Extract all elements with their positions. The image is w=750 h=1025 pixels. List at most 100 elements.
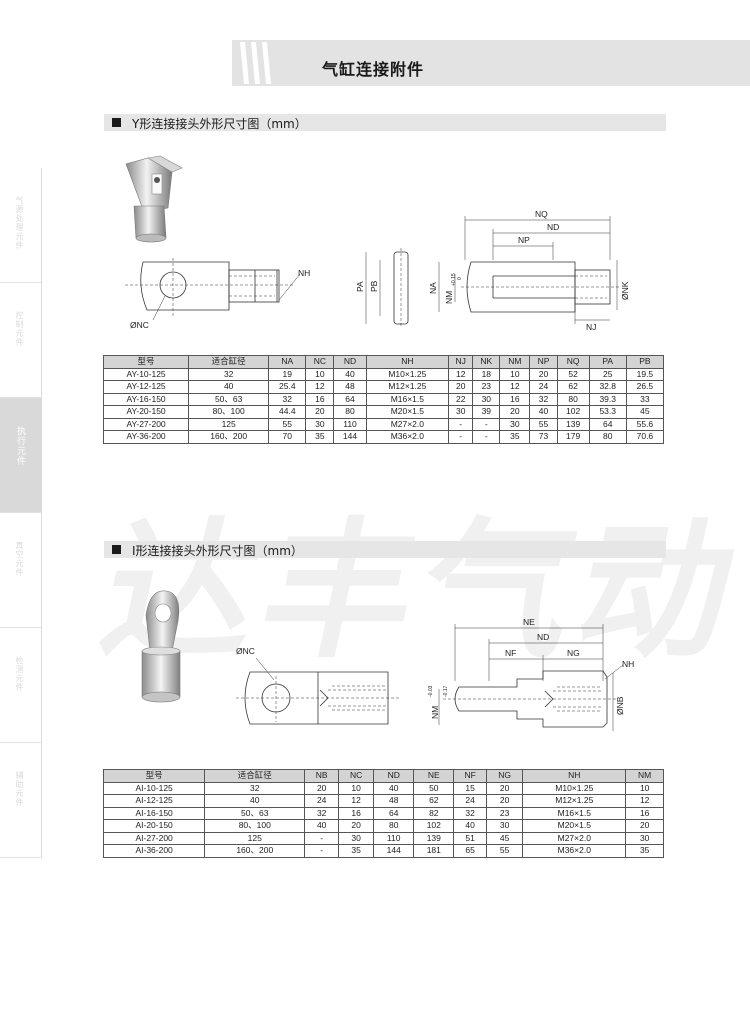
table-cell: 80 xyxy=(556,392,590,406)
table-cell: 80 xyxy=(373,819,415,833)
table-cell: 40 xyxy=(188,380,270,394)
table-cell: 30 xyxy=(472,392,501,406)
table-header-cell: NG xyxy=(485,769,524,783)
table-header-cell: NA xyxy=(268,355,307,369)
table-cell: 30 xyxy=(485,819,524,833)
table-cell: M27×2.0 xyxy=(522,831,627,845)
table-cell: 32 xyxy=(529,392,558,406)
table-cell: 80 xyxy=(588,430,627,444)
table-cell: 32.8 xyxy=(588,380,627,394)
header-band xyxy=(232,40,750,86)
table-cell: 10 xyxy=(625,781,664,795)
table-cell: 30 xyxy=(338,831,375,845)
table-cell: AI-16-150 xyxy=(102,806,206,820)
label-nq: NQ xyxy=(535,209,548,219)
label-nd: ND xyxy=(547,222,559,232)
table-cell: 52 xyxy=(556,367,590,381)
header-stripes-decoration xyxy=(240,42,271,84)
sidebar-tab-label: 检测元件 xyxy=(15,656,24,692)
table-cell: M36×2.0 xyxy=(365,430,450,444)
table-cell: 40 xyxy=(304,819,340,833)
table-cell: 125 xyxy=(204,831,306,845)
sidebar-tabs: 气源处理元件 控制元件 执行元件 真空元件 检测元件 辅助元件 xyxy=(0,168,42,858)
label-nm: NM xyxy=(430,706,440,719)
table-cell: M16×1.5 xyxy=(365,392,450,406)
table-header-cell: NK xyxy=(472,355,501,369)
table-cell: 16 xyxy=(305,392,335,406)
table-cell: 55 xyxy=(268,417,307,431)
sidebar-tab-label: 辅助元件 xyxy=(15,771,24,807)
table-cell: 160、200 xyxy=(204,844,306,858)
table-cell: 64 xyxy=(588,417,627,431)
sidebar-tab-air-treatment[interactable]: 气源处理元件 xyxy=(0,168,42,283)
table-cell: 181 xyxy=(413,844,455,858)
label-nm-tol-bottom: 0 xyxy=(457,277,463,280)
table-cell: AY-16-150 xyxy=(102,392,190,406)
y-joint-end-drawing: PA PB xyxy=(355,248,409,328)
table-cell: AY-27-200 xyxy=(102,417,190,431)
sidebar-tab-vacuum[interactable]: 真空元件 xyxy=(0,513,42,628)
table-cell: 125 xyxy=(188,417,270,431)
table-cell: 20 xyxy=(448,380,474,394)
table-cell: 50、63 xyxy=(188,392,270,406)
y-joint-side-drawing: NH ØNC xyxy=(125,258,310,330)
table-cell: 65 xyxy=(453,844,487,858)
table-cell: 179 xyxy=(556,430,590,444)
sidebar-tab-control[interactable]: 控制元件 xyxy=(0,283,42,398)
table-cell: AI-36-200 xyxy=(102,844,206,858)
table-cell: 24 xyxy=(529,380,558,394)
label-nc: ØNC xyxy=(130,320,149,330)
label-na: NA xyxy=(428,282,438,294)
label-nk: ØNK xyxy=(620,281,630,300)
table-header-cell: ND xyxy=(333,355,367,369)
table-cell: 32 xyxy=(204,781,306,795)
label-pb: PB xyxy=(369,280,379,292)
table-cell: 102 xyxy=(556,405,590,419)
table-cell: - xyxy=(448,417,474,431)
table-cell: 12 xyxy=(625,794,664,808)
table-cell: 44.4 xyxy=(268,405,307,419)
sidebar-tab-label: 执行元件 xyxy=(15,426,25,466)
table-header-cell: NM xyxy=(625,769,664,783)
sidebar-tab-label: 控制元件 xyxy=(15,311,24,347)
label-nm: NM xyxy=(444,291,454,304)
table-header-cell: NM xyxy=(499,355,531,369)
bullet-square-icon xyxy=(112,545,121,554)
i-joint-photo xyxy=(141,590,181,703)
table-cell: 22 xyxy=(448,392,474,406)
table-cell: 64 xyxy=(373,806,415,820)
table-cell: 12 xyxy=(448,367,474,381)
table-cell: 30 xyxy=(625,831,664,845)
table-cell: 24 xyxy=(453,794,487,808)
table-cell: 16 xyxy=(499,392,531,406)
table-cell: 55.6 xyxy=(625,417,665,431)
table-cell: 20 xyxy=(625,819,664,833)
table-cell: 20 xyxy=(499,405,531,419)
sidebar-tab-detection[interactable]: 检测元件 xyxy=(0,628,42,743)
table-cell: 35 xyxy=(338,844,375,858)
sidebar-tab-auxiliary[interactable]: 辅助元件 xyxy=(0,743,42,858)
table-cell: 16 xyxy=(338,806,375,820)
table-cell: 20 xyxy=(529,367,558,381)
table-cell: 144 xyxy=(373,844,415,858)
table-cell: AY-12-125 xyxy=(102,380,190,394)
bullet-square-icon xyxy=(112,118,121,127)
table-cell: AY-36-200 xyxy=(102,430,190,444)
table-cell: 10 xyxy=(338,781,375,795)
table-cell: 19 xyxy=(268,367,307,381)
table-cell: AY-10-125 xyxy=(102,367,190,381)
label-ng: NG xyxy=(567,648,580,658)
table-header-cell: ND xyxy=(373,769,415,783)
table-cell: 70 xyxy=(268,430,307,444)
table-cell: - xyxy=(304,844,340,858)
sidebar-tab-actuator[interactable]: 执行元件 xyxy=(0,398,42,513)
table-cell: 40 xyxy=(373,781,415,795)
